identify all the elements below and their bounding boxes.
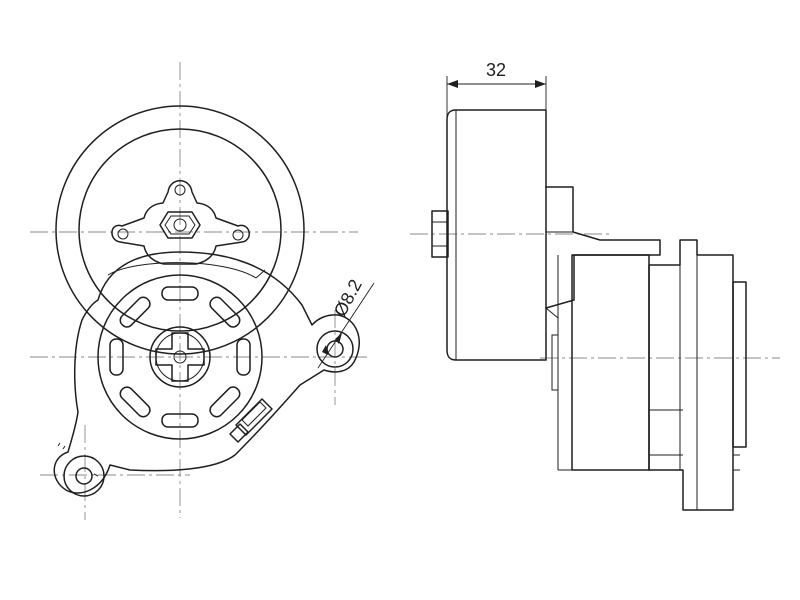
base-body-side xyxy=(545,254,650,471)
pulley-outer-rim xyxy=(55,105,305,355)
front-view: Ø8.2 xyxy=(30,62,375,520)
hub-windows xyxy=(109,286,251,428)
width-dimension-label: 32 xyxy=(486,60,506,80)
hole-diameter-dimension: Ø8.2 xyxy=(317,276,375,369)
stop-clip xyxy=(229,398,273,443)
arm-side xyxy=(545,186,661,309)
tensioner-arm xyxy=(111,180,250,265)
side-view-centerlines xyxy=(410,233,780,359)
central-hub xyxy=(97,274,263,440)
hub-outer-circle xyxy=(97,274,263,440)
mounting-hole-left xyxy=(63,455,105,497)
hole-diameter-label: Ø8.2 xyxy=(330,276,366,320)
side-view: 32 xyxy=(410,60,780,511)
hex-nut xyxy=(159,211,201,239)
base-housing xyxy=(53,251,360,494)
width-dimension: 32 xyxy=(446,60,547,120)
pulley-front xyxy=(55,105,305,355)
mounting-hole-right xyxy=(316,330,354,368)
pulley-inner-rim xyxy=(78,128,282,332)
pulley-side xyxy=(446,109,547,361)
edge-ticks xyxy=(57,442,99,477)
spring-housing-side xyxy=(648,239,747,511)
bolt-side xyxy=(431,210,449,258)
hub-cross-slot xyxy=(155,332,205,382)
